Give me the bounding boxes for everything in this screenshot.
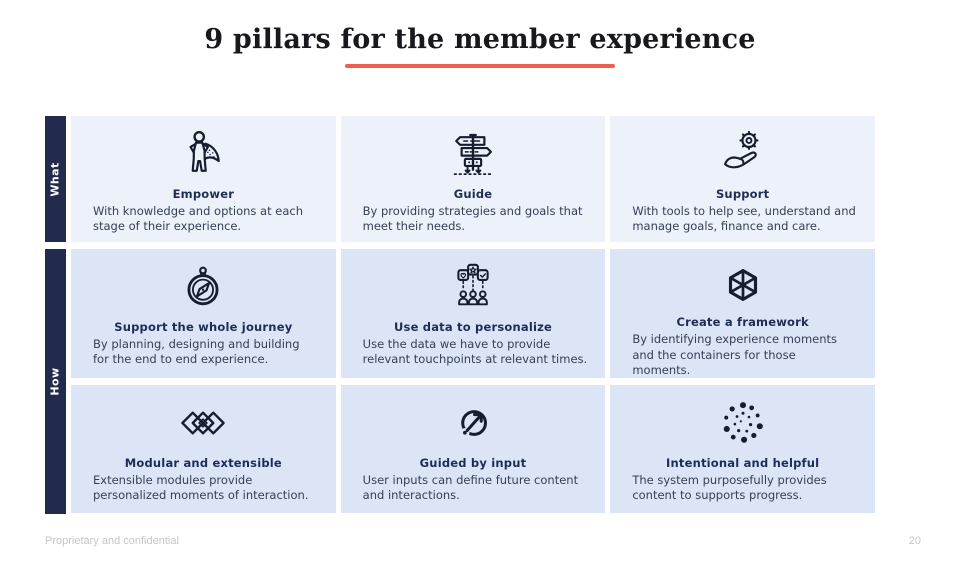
card-support-whole-journey: Support the whole journey By planning, d… [71, 249, 336, 378]
signpost-icon [447, 126, 499, 182]
card-title: Empower [172, 187, 235, 201]
card-guide: Guide By providing strategies and goals … [340, 116, 606, 242]
dot-burst-icon [717, 395, 769, 451]
card-title: Guide [453, 187, 493, 201]
card-description: By planning, designing and building for … [93, 337, 300, 367]
card-empower: Empower With knowledge and options at ea… [71, 116, 336, 242]
framework-cube-icon [718, 259, 768, 310]
card-guided-by-input: Guided by input User inputs can define f… [340, 385, 606, 513]
arrow-out-circle-icon [447, 395, 499, 451]
card-description: With knowledge and options at each stage… [93, 204, 304, 234]
card-description: User inputs can define future content an… [362, 473, 579, 503]
page-title: 9 pillars for the member experience [204, 24, 756, 55]
card-description: The system purposefully provides content… [632, 473, 827, 503]
row-label-how: How [45, 249, 66, 514]
card-intentional-helpful: Intentional and helpful The system purpo… [610, 385, 875, 513]
card-title: Create a framework [676, 315, 809, 330]
row-label-what: What [45, 116, 66, 242]
title-underline [345, 64, 615, 68]
people-preferences-icon [447, 259, 499, 315]
card-title: Intentional and helpful [666, 456, 820, 470]
card-description: By providing strategies and goals that m… [362, 204, 583, 234]
card-title: Support the whole journey [114, 320, 293, 334]
card-modular-extensible: Modular and extensible Extensible module… [71, 385, 336, 513]
row-label-what-text: What [49, 161, 62, 197]
card-description: Extensible modules provide personalized … [93, 473, 309, 503]
card-description: Use the data we have to provide relevant… [362, 337, 588, 367]
row-label-how-text: How [49, 367, 63, 396]
card-create-framework: Create a framework By identifying experi… [610, 249, 875, 378]
hand-gear-icon [717, 126, 769, 182]
footer-confidential-label: Proprietary and confidential [45, 535, 179, 547]
superhero-cape-icon [177, 126, 229, 182]
card-title: Guided by input [419, 456, 527, 470]
card-title: Support [715, 187, 770, 201]
modular-diamonds-icon [175, 395, 231, 451]
card-title: Use data to personalize [393, 320, 552, 334]
card-description: By identifying experience moments and th… [632, 332, 838, 377]
card-support: Support With tools to help see, understa… [610, 116, 875, 242]
page-number: 20 [908, 535, 921, 547]
card-description: With tools to help see, understand and m… [632, 204, 856, 234]
card-use-data: Use data to personalize Use the data we … [340, 249, 606, 378]
pillars-grid: Empower With knowledge and options at ea… [71, 116, 875, 514]
compass-icon [177, 259, 229, 315]
card-title: Modular and extensible [124, 456, 282, 470]
slide: 9 pillars for the member experience What… [0, 24, 960, 564]
